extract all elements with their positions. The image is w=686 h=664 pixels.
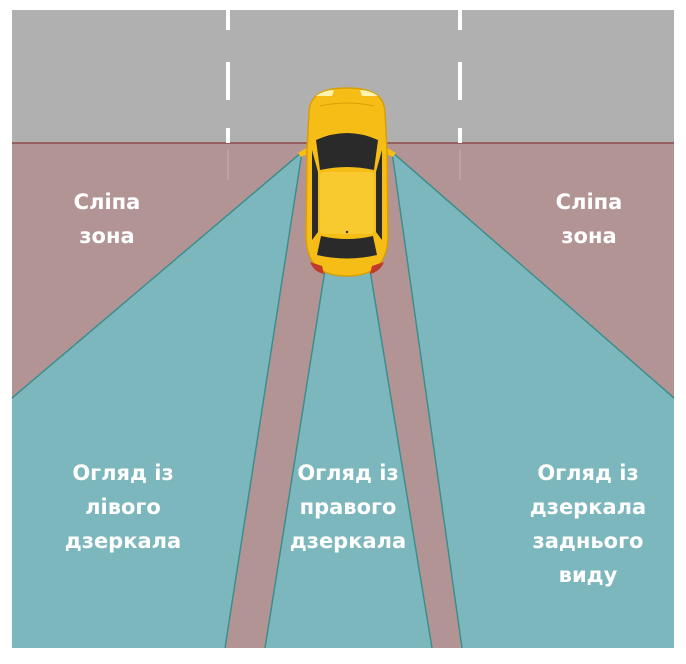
right-mirror-view-label: Огляд із правого дзеркала xyxy=(273,456,423,558)
rear-mirror-line-4: виду xyxy=(558,563,618,587)
rear-mirror-view-label: Огляд із дзеркала заднього виду xyxy=(513,456,663,592)
blind-spot-right-line-2: зона xyxy=(561,224,617,248)
rear-mirror-view-zone xyxy=(392,152,674,648)
right-mirror-line-3: дзеркала xyxy=(289,529,407,553)
rear-mirror-line-3: заднього xyxy=(532,529,644,553)
blind-spot-right-label: Сліпа зона xyxy=(534,185,644,253)
left-mirror-view-zone xyxy=(12,152,302,648)
rear-mirror-line-1: Огляд із xyxy=(537,461,639,485)
right-mirror-line-2: правого xyxy=(299,495,397,519)
right-mirror-view-zone xyxy=(265,270,432,648)
left-mirror-line-2: лівого xyxy=(85,495,161,519)
blind-spot-left-line-2: зона xyxy=(79,224,135,248)
rear-mirror-line-2: дзеркала xyxy=(529,495,647,519)
blind-spot-right-line-1: Сліпа xyxy=(555,190,623,214)
left-mirror-line-1: Огляд із xyxy=(72,461,174,485)
left-mirror-view-label: Огляд із лівого дзеркала xyxy=(48,456,198,558)
blind-spot-left-line-1: Сліпа xyxy=(73,190,141,214)
view-zone-edges xyxy=(11,151,675,649)
left-mirror-line-3: дзеркала xyxy=(64,529,182,553)
car-icon xyxy=(298,87,396,277)
right-mirror-line-1: Огляд із xyxy=(297,461,399,485)
blind-spot-left-label: Сліпа зона xyxy=(52,185,162,253)
